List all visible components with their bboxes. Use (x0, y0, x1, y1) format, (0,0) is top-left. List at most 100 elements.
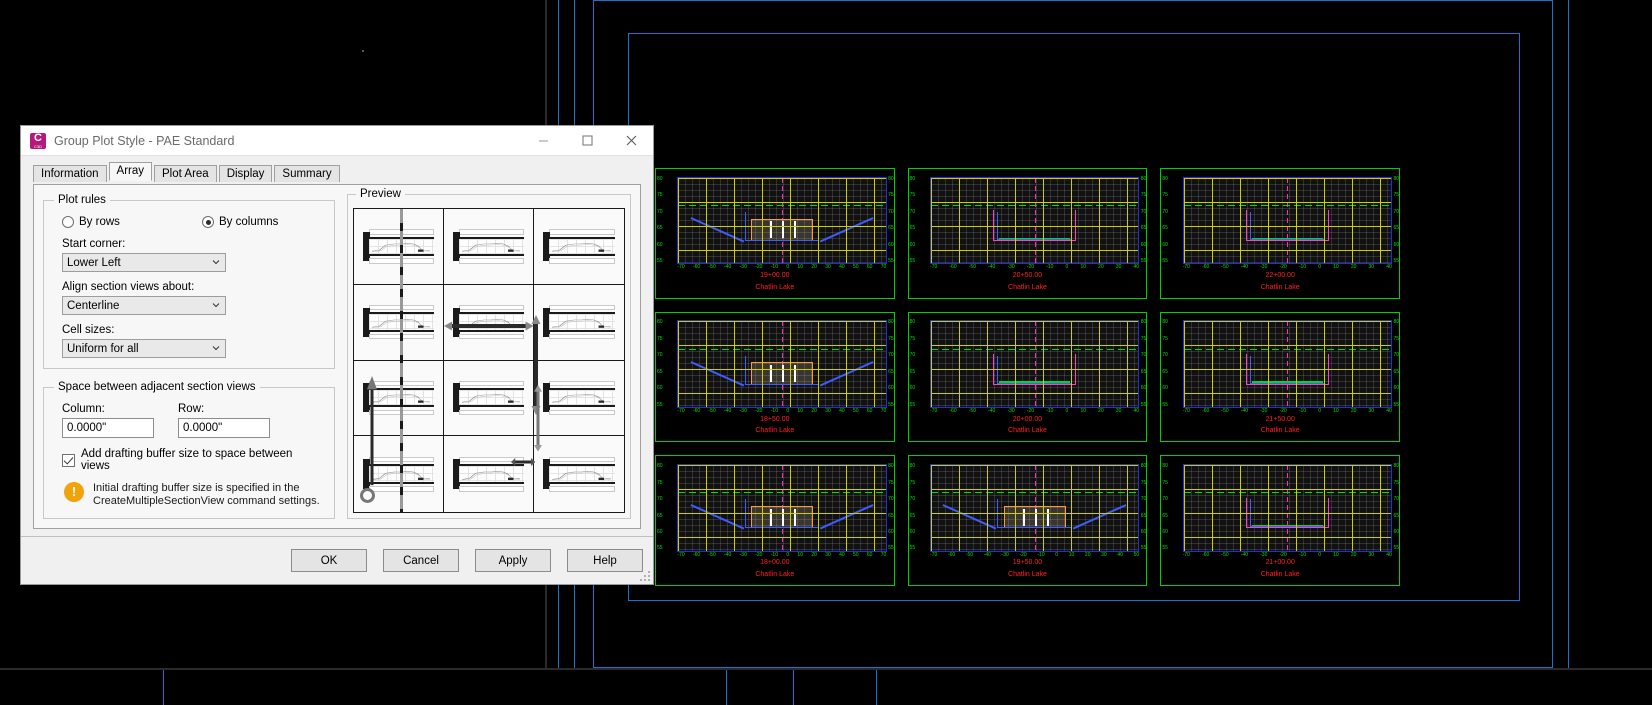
section-view-grid-area (930, 176, 1140, 265)
minimize-button[interactable] (521, 126, 565, 155)
preview-band-bottom (458, 485, 525, 492)
apply-button[interactable]: Apply (475, 549, 551, 572)
preview-grid-body (548, 388, 615, 408)
spacing-group: Space between adjacent section views Col… (43, 381, 335, 519)
preview-surface-curve (371, 468, 431, 481)
align-views-field: Align section views about: Centerline (62, 281, 324, 315)
preview-cell[interactable] (534, 285, 624, 361)
plot-rules-radio-row: By rows By columns (62, 216, 324, 228)
section-view-grid-area (1182, 320, 1392, 408)
tab-array[interactable]: Array (108, 162, 153, 181)
proposed-trench-outline (1245, 210, 1329, 241)
radio-by-rows[interactable]: By rows (62, 216, 202, 228)
preview-axis-block (543, 383, 551, 413)
cancel-button[interactable]: Cancel (383, 549, 459, 572)
ok-button[interactable]: OK (291, 549, 367, 572)
add-buffer-checkbox-row[interactable]: Add drafting buffer size to space betwee… (62, 448, 324, 472)
centerline-marker (1287, 177, 1289, 264)
preview-cell[interactable] (534, 436, 624, 512)
left-slope-line (690, 217, 745, 243)
preview-band-top (548, 229, 615, 235)
station-label: 20+00.00 (1012, 415, 1043, 423)
radio-by-rows-indicator (62, 216, 74, 228)
tab-summary[interactable]: Summary (274, 165, 340, 182)
preview-section-thumbnail (452, 456, 525, 492)
existing-ground-line (931, 205, 1139, 207)
preview-cell[interactable] (534, 361, 624, 437)
tab-information[interactable]: Information (33, 165, 107, 182)
station-label: 19+50.00 (1012, 559, 1043, 567)
dialog-titlebar[interactable]: Group Plot Style - PAE Standard (21, 126, 653, 156)
right-slope-line (819, 504, 874, 530)
array-tab-panel: Plot rules By rows By columns Start corn… (33, 184, 641, 529)
existing-ground-line (678, 205, 886, 207)
start-corner-dropdown[interactable]: Lower Left (62, 253, 226, 272)
centerline-marker (781, 465, 783, 551)
preview-band-bottom (548, 485, 615, 492)
start-corner-field: Start corner: Lower Left (62, 238, 324, 272)
centerline-marker (781, 321, 783, 407)
excavation-outline (744, 355, 820, 385)
preview-band-top (458, 304, 525, 311)
spacing-inputs: Column: 0.0000" Row: 0.0000" (62, 403, 324, 438)
preview-start-corner-arrow (365, 375, 379, 497)
maximize-button[interactable] (565, 126, 609, 155)
cell-sizes-dropdown[interactable]: Uniform for all (62, 339, 226, 358)
preview-grid[interactable] (353, 208, 625, 513)
group-plot-style-dialog: Group Plot Style - PAE Standard Informat… (20, 125, 654, 585)
resize-grip[interactable] (639, 570, 651, 582)
window-controls (521, 126, 653, 155)
tab-plot-area[interactable]: Plot Area (154, 165, 217, 182)
proposed-trench-outline (1245, 353, 1329, 385)
radio-by-columns[interactable]: By columns (202, 216, 278, 228)
add-buffer-checkbox[interactable] (62, 453, 75, 467)
row-spacing-input[interactable]: 0.0000" (178, 418, 270, 438)
section-view-grid-area (677, 320, 887, 408)
tab-display[interactable]: Display (218, 165, 273, 182)
preview-cell[interactable] (444, 209, 534, 285)
preview-cell[interactable] (444, 436, 534, 512)
column-spacing-input[interactable]: 0.0000" (62, 418, 154, 438)
align-views-dropdown[interactable]: Centerline (62, 296, 226, 315)
preview-cell-gap-arrow (510, 457, 535, 467)
dialog-title: Group Plot Style - PAE Standard (54, 133, 235, 148)
close-button[interactable] (609, 126, 653, 155)
cad-guide-line-vertical-4 (1568, 0, 1569, 668)
cell-sizes-value: Uniform for all (67, 342, 139, 355)
preview-surface-curve (371, 240, 431, 253)
preview-cell[interactable] (444, 360, 534, 437)
civil3d-icon (30, 132, 46, 149)
existing-ground-line (1183, 205, 1391, 207)
cell-sizes-label: Cell sizes: (62, 324, 115, 336)
existing-ground-line (1183, 492, 1391, 494)
pipe-bedding-line (1252, 524, 1323, 527)
radio-by-columns-label: By columns (219, 216, 279, 228)
help-button[interactable]: Help (567, 549, 643, 572)
excavation-outline (997, 211, 1072, 241)
cad-bottom-tick-2 (726, 670, 727, 705)
cad-baseline (0, 668, 1652, 670)
preview-group: Preview (347, 188, 631, 519)
station-label: 21+00.00 (1265, 559, 1295, 567)
existing-ground-line (678, 492, 886, 494)
preview-cell[interactable] (534, 209, 624, 285)
preview-band-top (458, 229, 525, 235)
